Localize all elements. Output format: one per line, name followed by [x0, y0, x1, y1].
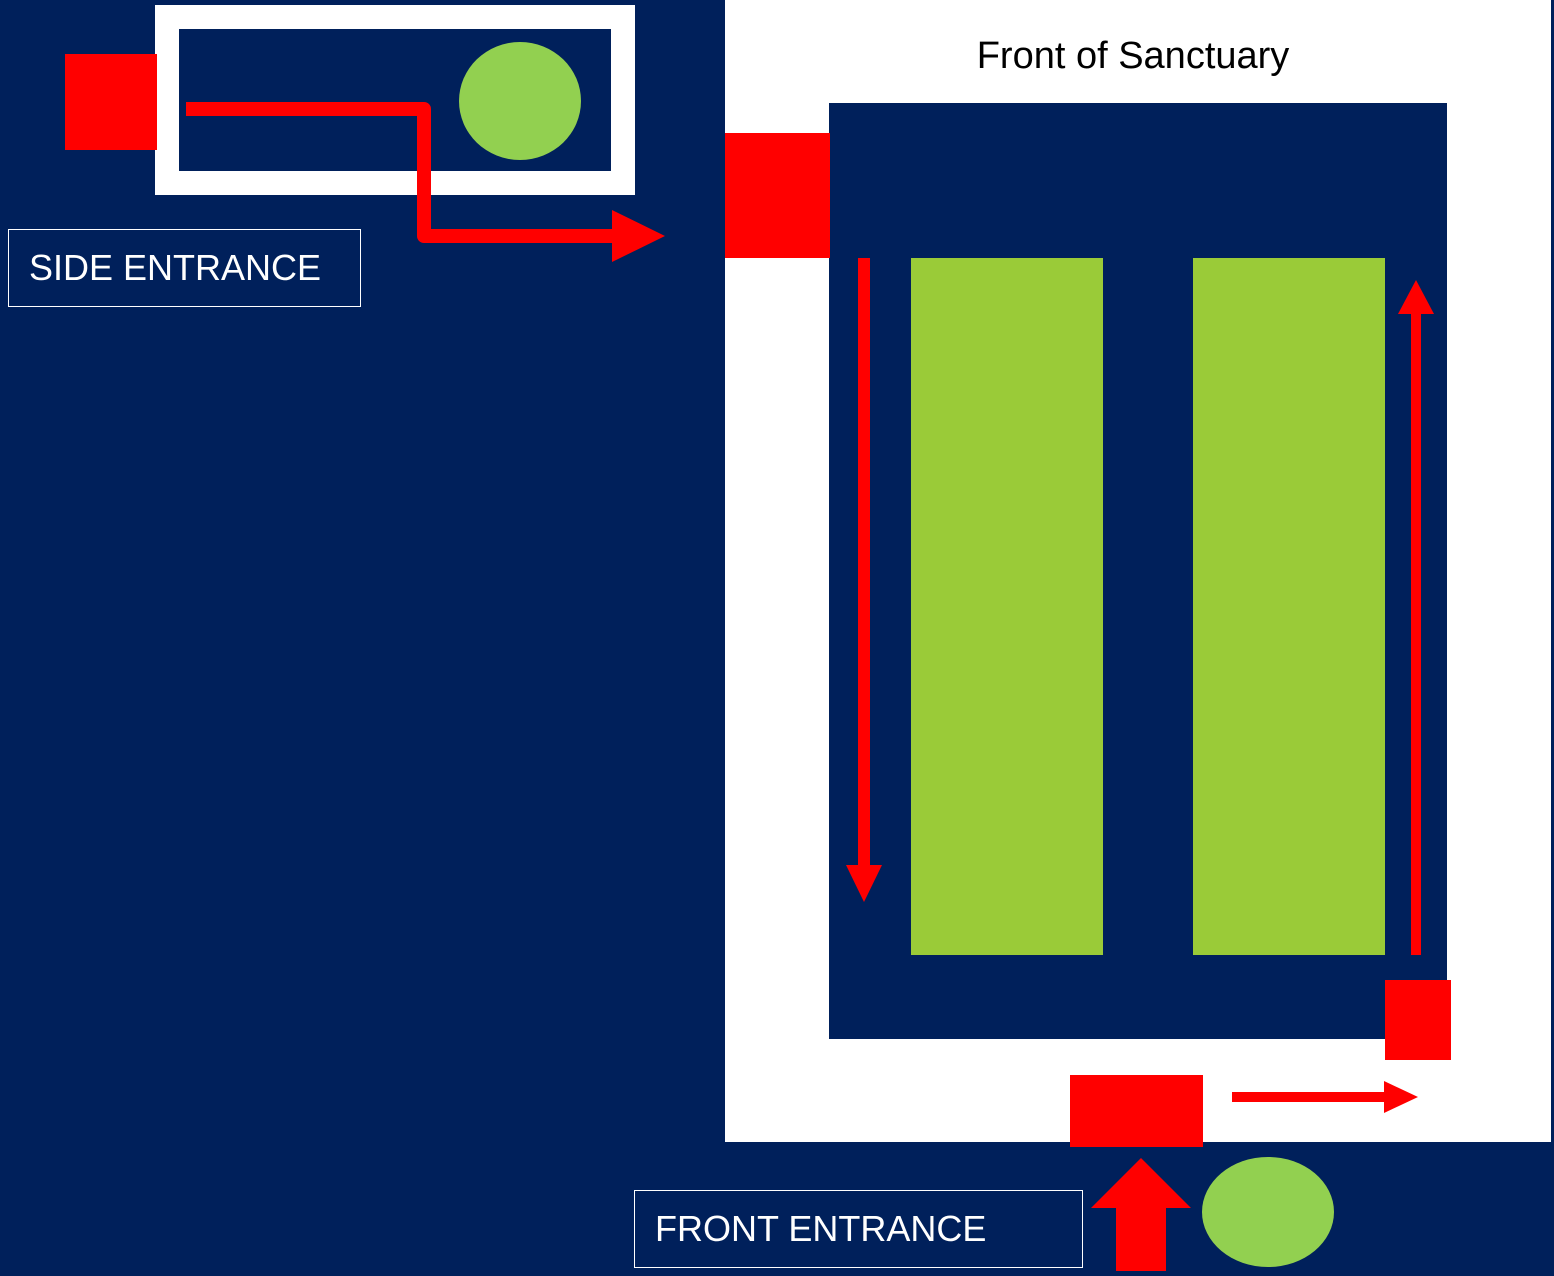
side-entrance-door: [65, 54, 157, 150]
side-entrance-path-arrow-line: [186, 102, 616, 243]
left-aisle-arrowhead: [846, 865, 882, 902]
side-entrance-label: SIDE ENTRANCE: [8, 229, 361, 307]
side-entrance-vestibule: [155, 5, 635, 195]
sanctuary-back-right-door: [1385, 980, 1451, 1060]
side-entrance-greeter: [459, 42, 581, 160]
sanctuary-side-door: [725, 133, 830, 258]
sanctuary-title: Front of Sanctuary: [977, 35, 1290, 77]
side-entrance-path-arrowhead: [612, 210, 665, 262]
right-aisle-arrowhead: [1398, 280, 1434, 314]
pew-left: [911, 258, 1103, 955]
front-entrance-up-arrow: [1091, 1158, 1191, 1271]
pew-right: [1193, 258, 1385, 955]
front-entrance-door: [1070, 1075, 1203, 1147]
front-hall-arrowhead: [1384, 1081, 1418, 1113]
front-entrance-greeter: [1202, 1157, 1334, 1267]
front-entrance-label: FRONT ENTRANCE: [634, 1190, 1083, 1268]
